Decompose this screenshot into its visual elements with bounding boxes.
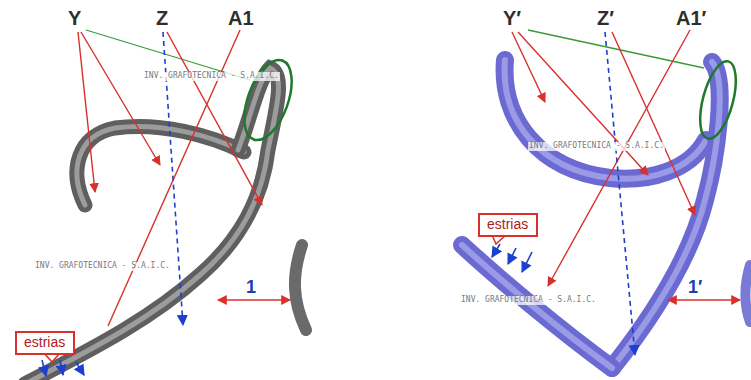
feature-letter: Y′: [503, 7, 521, 29]
callout-number: 1: [246, 278, 256, 298]
feature-letter: A1′: [676, 7, 706, 29]
feature-letter: A1: [228, 7, 254, 29]
feature-letter: Z′: [597, 7, 614, 29]
red-arrow: [78, 30, 740, 326]
watermark: INV. GRAFOTECNICA - S.A.I.C.: [143, 72, 280, 81]
blue-stroke: [462, 60, 750, 368]
watermark: INV. GRAFOTECNICA - S.A.I.C.: [460, 296, 597, 305]
callout-text: estrias: [487, 217, 529, 232]
feature-letter: Y: [68, 7, 81, 29]
callout-text: estrias: [24, 335, 66, 350]
callout-number: 1′: [688, 278, 702, 298]
callout-box: estrias: [478, 213, 538, 237]
watermark: INV. GRAFOTECNICA - S.A.I.C.: [528, 142, 665, 151]
green-leader: [86, 30, 704, 80]
highlight-ellipse: [235, 54, 743, 147]
feature-letter: Z: [156, 7, 168, 29]
callout-tail: [44, 235, 506, 362]
callout-box: estrias: [15, 331, 75, 355]
watermark: INV. GRAFOTECNICA - S.A.I.C.: [34, 262, 171, 271]
